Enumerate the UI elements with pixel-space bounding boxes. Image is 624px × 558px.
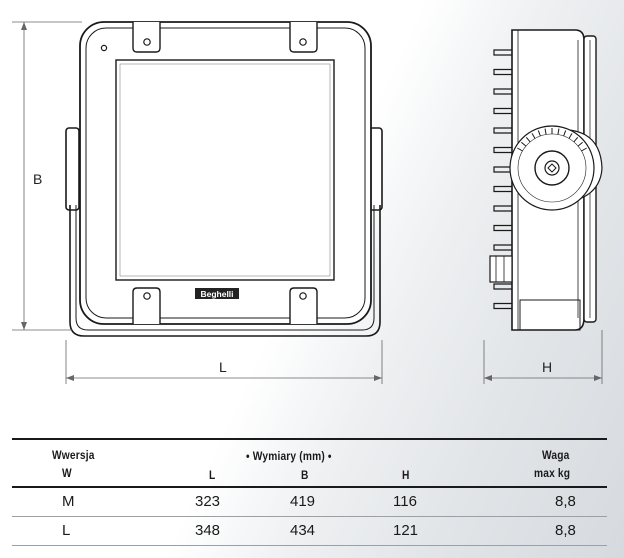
side-foot [519, 299, 581, 331]
dial-tick [521, 141, 527, 147]
cooling-fin [493, 224, 512, 232]
dial-tick [577, 141, 583, 147]
cooling-fin [493, 107, 512, 115]
indicator-dot [100, 44, 108, 52]
table-header: Wwersja W • Wymiary (mm) • L B H Waga ma… [12, 438, 607, 488]
brand-badge-plate [195, 288, 239, 299]
brand-badge: Beghelli [200, 289, 233, 299]
cooling-fin [493, 302, 512, 310]
tilt-dial-ticks [517, 128, 587, 152]
dial-tick [568, 133, 573, 139]
drawing-svg: Beghelli B L H [12, 21, 603, 384]
bottom-left-tab [132, 287, 161, 324]
header-weight-line2: max kg [534, 466, 571, 480]
dial-tick [517, 147, 523, 152]
dimension-label-h: H [542, 359, 552, 375]
dimension-label-l: L [219, 359, 227, 375]
cell-weight: 8,8 [555, 493, 576, 510]
cable-gland [489, 255, 513, 283]
stand-inner [75, 205, 375, 331]
screw-hole [299, 38, 307, 46]
housing-inner [85, 27, 366, 319]
screw-hole [143, 38, 151, 46]
cell-b: 419 [290, 493, 316, 510]
side-view [489, 29, 603, 331]
pivot-nut [547, 163, 557, 173]
cell-version: M [62, 493, 75, 510]
header-version-line2: W [62, 466, 72, 480]
cooling-fin [493, 205, 512, 212]
stand [69, 205, 381, 337]
cooling-fin [493, 244, 512, 251]
cell-weight: 8,8 [555, 522, 576, 539]
cell-b: 434 [290, 522, 316, 539]
header-col-b: B [301, 468, 309, 482]
cooling-fin [493, 49, 512, 56]
dial-tick [537, 130, 541, 137]
cooling-fin [493, 88, 512, 95]
pivot-knob [534, 150, 570, 186]
header-col-h: H [402, 468, 410, 482]
front-view [65, 21, 383, 337]
cooling-fin [493, 146, 512, 154]
dial-tick [557, 128, 560, 135]
dimensions-table: Wwersja W • Wymiary (mm) • L B H Waga ma… [12, 438, 607, 546]
pivot-bolt [544, 160, 560, 176]
header-dims-title: • Wymiary (mm) • [246, 449, 332, 463]
cooling-fin [493, 68, 512, 76]
dimension-lines [12, 21, 603, 384]
table-row: L 348 434 121 8,8 [12, 517, 607, 546]
dimension-label-b: B [33, 171, 42, 187]
cell-version: L [62, 522, 71, 539]
cooling-fin [493, 283, 512, 290]
cell-h: 116 [393, 493, 417, 510]
screw-hole [143, 292, 151, 300]
header-col-l: L [209, 468, 216, 482]
cell-l: 323 [195, 493, 221, 510]
cooling-fin [493, 127, 512, 134]
dial-tick [573, 137, 579, 143]
top-right-tab [289, 22, 318, 53]
cooling-fins [493, 49, 512, 310]
glass-inner [119, 63, 331, 277]
technical-drawing: Beghelli B L H [12, 21, 603, 384]
dial-tick [525, 137, 531, 143]
dimension-arrows [21, 22, 602, 381]
dial-tick [544, 128, 547, 135]
table-row: M 323 419 116 8,8 [12, 488, 607, 517]
glass-panel [115, 59, 335, 281]
cooling-fin [493, 166, 512, 173]
header-version-line1: Wwersja [52, 448, 95, 462]
screw-hole [299, 292, 307, 300]
dial-tick [531, 133, 536, 139]
header-weight-line1: Waga [542, 448, 570, 462]
left-bracket [65, 127, 80, 211]
cell-h: 121 [393, 522, 419, 539]
top-left-tab [132, 22, 161, 53]
cooling-fin [493, 185, 512, 193]
dial-tick [581, 147, 587, 152]
dial-tick [563, 130, 567, 137]
cell-l: 348 [195, 522, 221, 539]
bottom-right-tab [289, 287, 318, 324]
